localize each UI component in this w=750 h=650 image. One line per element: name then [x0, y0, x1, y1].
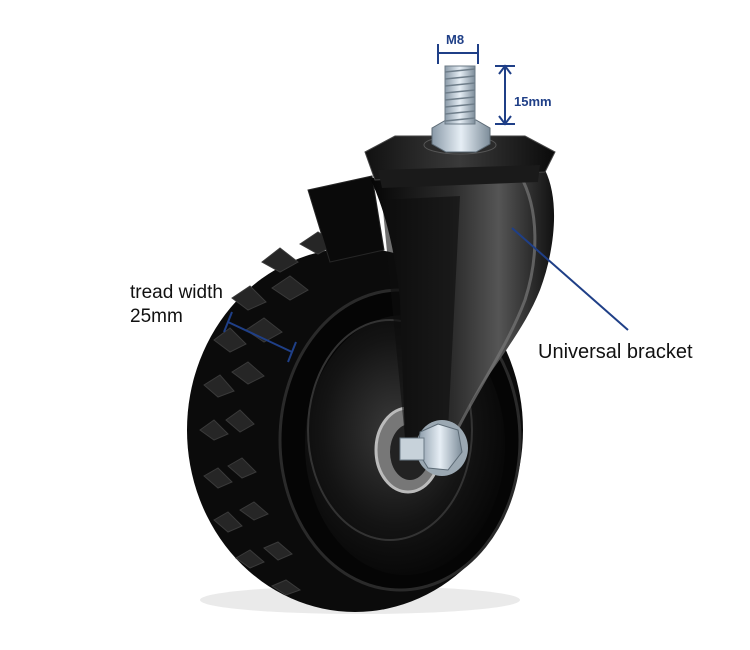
threaded-stem	[431, 65, 491, 153]
bracket-back-arm	[307, 175, 385, 263]
tread-width-label: tread width 25mm	[130, 281, 223, 329]
bracket-inner-shade	[382, 196, 460, 438]
tread-width-title: tread width	[130, 282, 223, 303]
tread-pattern	[199, 227, 378, 596]
tread-dimension-line	[227, 321, 293, 353]
rim-highlight	[307, 319, 473, 541]
bolt-length-label: 15mm	[514, 94, 552, 109]
bracket-leader-line	[511, 227, 629, 331]
bolt-thread-label: M8	[446, 32, 465, 47]
bracket	[307, 170, 555, 440]
bracket-label: Universal bracket	[538, 341, 693, 363]
bracket-edge-highlight	[456, 174, 537, 429]
axle-bolt	[399, 420, 468, 476]
dimension-lines	[223, 44, 629, 363]
tread-width-value: 25mm	[130, 306, 183, 327]
